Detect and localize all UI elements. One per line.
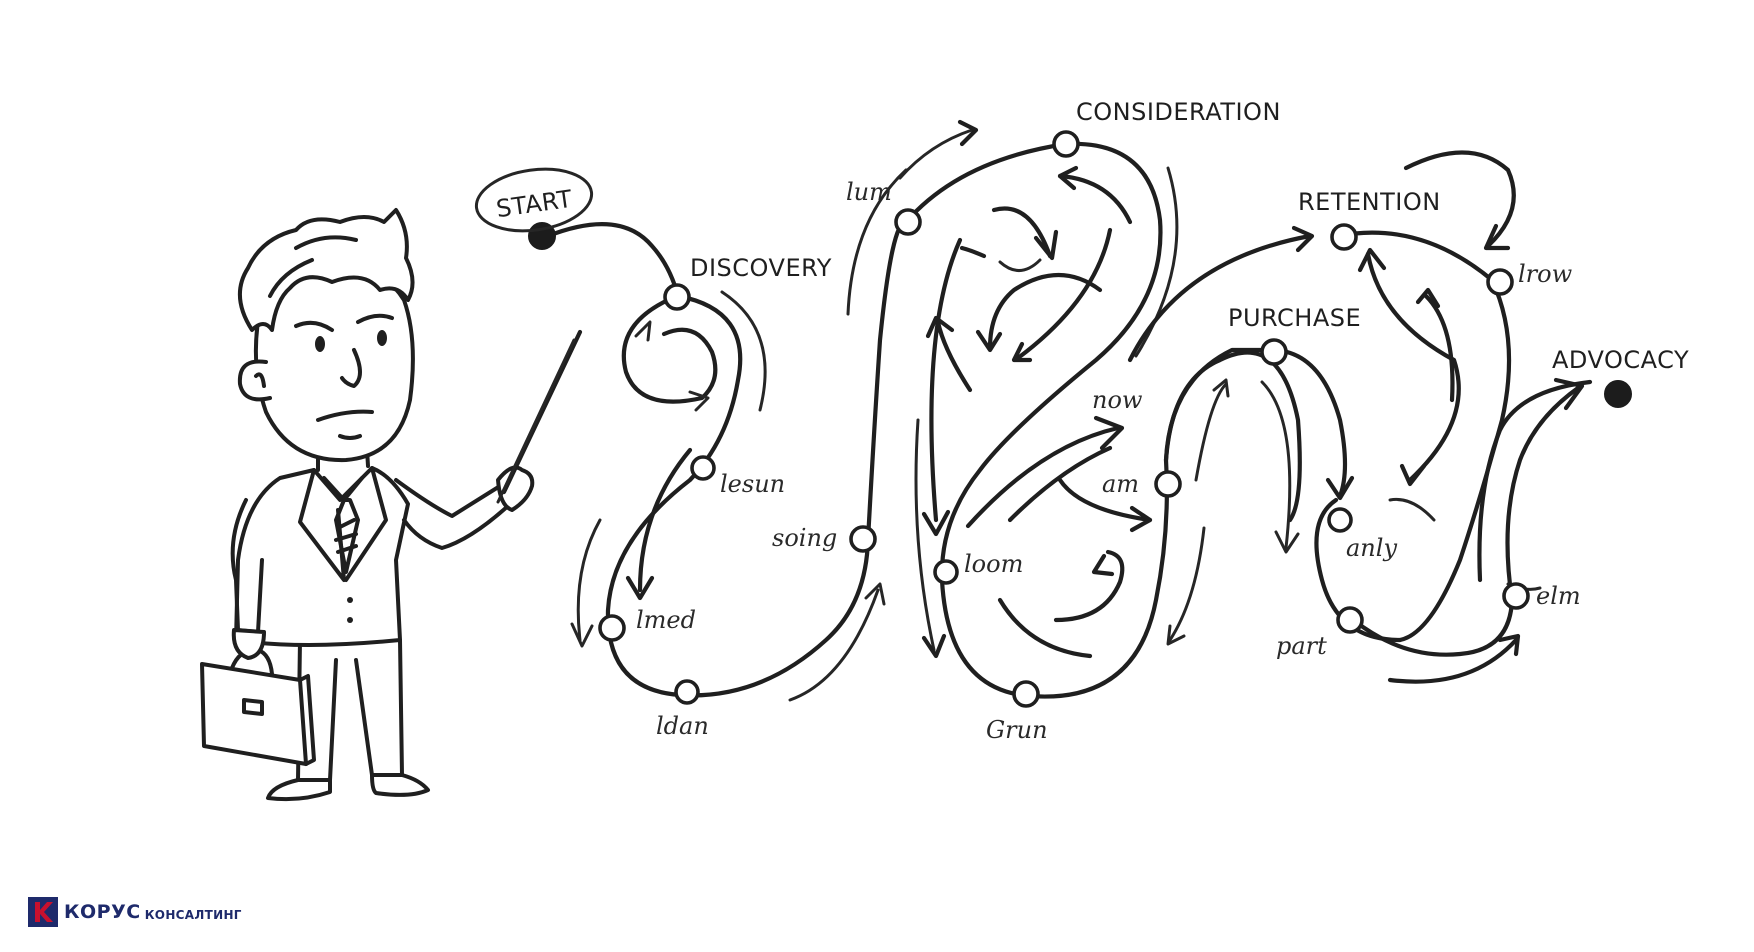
scribble-lrow: lrow: [1518, 260, 1573, 288]
scribble-lum: lum: [846, 178, 892, 206]
stage-purchase: PURCHASE: [1228, 304, 1361, 332]
any-node: [1327, 507, 1353, 533]
stage-retention: RETENTION: [1298, 188, 1441, 216]
discovery-node: [663, 283, 691, 311]
scribble-elm: elm: [1536, 582, 1581, 610]
stage-advocacy: ADVOCACY: [1552, 346, 1689, 374]
scribble-ldan: ldan: [656, 712, 709, 740]
scribble-loom: loom: [964, 550, 1023, 578]
stage-start: START: [494, 185, 574, 223]
korus-logo-icon: [28, 897, 58, 927]
purchase-node: [1260, 338, 1288, 366]
scribble-am: am: [1102, 470, 1139, 498]
scribble-gram: Grun: [986, 716, 1048, 744]
elm-node: [1502, 582, 1530, 610]
gram-node: [1012, 680, 1040, 708]
brand-sub: КОНСАЛТИНГ: [144, 907, 242, 922]
lrow-node: [1486, 268, 1514, 296]
journey-nodes: [528, 130, 1632, 708]
soing-node: [849, 525, 877, 553]
stage-discovery: DISCOVERY: [690, 254, 832, 282]
brand-name: КОРУС: [64, 901, 141, 923]
learn-node: [690, 455, 716, 481]
advocacy-node: [1604, 380, 1632, 408]
scribble-email: lmed: [636, 606, 696, 634]
stage-labels: START DISCOVERY CONSIDERATION RETENTION …: [474, 98, 1689, 374]
scribble-learn: lesun: [720, 470, 785, 498]
am-node: [1154, 470, 1182, 498]
journey-path: [545, 119, 1593, 702]
scribble-part: part: [1276, 632, 1327, 660]
ldan-node: [674, 679, 700, 705]
lum-node: [894, 208, 922, 236]
retention-node: [1330, 223, 1358, 251]
part-node: [1336, 606, 1364, 634]
consideration-node: [1052, 130, 1080, 158]
start-bubble: [474, 167, 594, 233]
scribble-new: now: [1092, 386, 1143, 414]
email-node: [598, 614, 626, 642]
loom-node: [933, 559, 959, 585]
node-scribbles: lesun lmed ldan soing lum loom Grun now …: [636, 178, 1581, 744]
scribble-any: anly: [1346, 534, 1397, 562]
stage-consideration: CONSIDERATION: [1076, 98, 1281, 126]
brand-logo: КОРУС КОНСАЛТИНГ: [28, 897, 242, 927]
scribble-soing: soing: [772, 524, 837, 552]
businessman-illustration: [200, 208, 583, 802]
